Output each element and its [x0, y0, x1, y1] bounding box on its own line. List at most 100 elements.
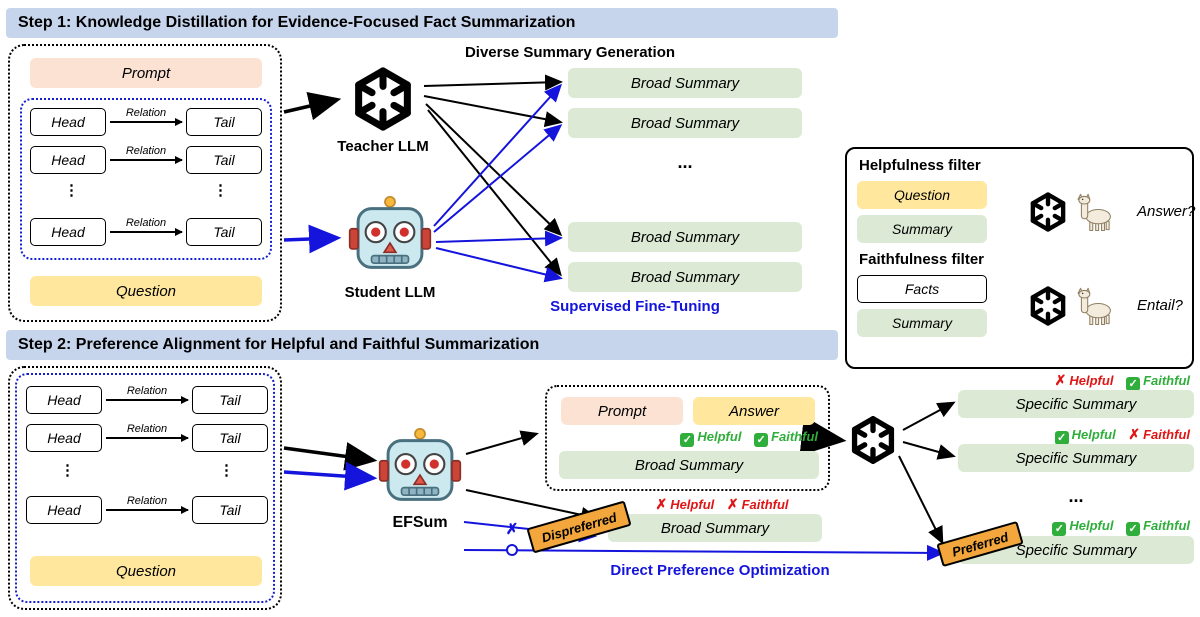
- helpful-faithful-badges: ✓Helpful ✓Faithful: [680, 429, 818, 447]
- rejected-mark: ✗: [506, 521, 519, 538]
- helpful-faithful-badges: ✗Helpful ✓Faithful: [1054, 372, 1190, 391]
- check-icon: ✓: [1126, 377, 1141, 391]
- check-icon: ✓: [1126, 522, 1141, 536]
- helpful-faithful-badges: ✗Helpful ✗Faithful: [655, 496, 789, 512]
- relation-label: Relation: [125, 107, 167, 119]
- chosen-mark: [506, 544, 518, 556]
- relation-arrow: Relation: [110, 108, 182, 123]
- summaries-ellipsis: ...: [1068, 486, 1084, 506]
- summary-box: Summary: [857, 309, 987, 337]
- head-box: Head: [30, 218, 106, 246]
- fact-row: Head Relation Tail: [30, 108, 262, 136]
- facts-group-box: [15, 373, 275, 603]
- specific-summary-box: Specific Summary: [958, 390, 1194, 418]
- teacher-output-arrows: [423, 74, 563, 277]
- llama-icon: [1073, 191, 1115, 233]
- answer-box: Answer: [693, 397, 815, 425]
- facts-ellipsis: ⋮ ⋮: [60, 462, 234, 479]
- step2-header: Step 2: Preference Alignment for Helpful…: [6, 330, 838, 360]
- llama-icon: [1073, 285, 1115, 327]
- openai-logo-icon: [1025, 189, 1071, 235]
- tail-box: Tail: [186, 218, 262, 246]
- check-icon: ✓: [1052, 522, 1067, 536]
- kg-input-box-step2: Head Relation Tail Head Relation Tail ⋮ …: [8, 366, 282, 610]
- check-icon: ✓: [1054, 431, 1069, 445]
- openai-logo-icon: [1025, 283, 1071, 329]
- helpful-faithful-badges: ✓Helpful ✓Faithful: [950, 518, 1190, 536]
- dispreferred-tag: Dispreferred: [526, 500, 632, 554]
- entail-question-label: Entail?: [1137, 297, 1183, 314]
- prompt-box: Prompt: [561, 397, 683, 425]
- broad-summary-box: Broad Summary: [568, 108, 802, 138]
- fact-row: Head Relation Tail: [26, 386, 268, 414]
- step1-header: Step 1: Knowledge Distillation for Evide…: [6, 8, 838, 38]
- tail-box: Tail: [192, 386, 268, 414]
- check-icon: ✓: [754, 433, 769, 447]
- relation-arrow: Relation: [110, 146, 182, 161]
- head-box: Head: [30, 146, 106, 174]
- question-box: Question: [857, 181, 987, 209]
- sft-label: Supervised Fine-Tuning: [550, 298, 720, 315]
- broad-summary-box: Broad Summary: [568, 222, 802, 252]
- broad-summary-box: Broad Summary: [559, 451, 819, 479]
- relation-label: Relation: [126, 423, 168, 435]
- efsum-label: EFSum: [392, 514, 448, 531]
- relation-arrow: Relation: [106, 386, 188, 401]
- tail-box: Tail: [192, 496, 268, 524]
- question-box: Question: [30, 556, 262, 586]
- helpful-faithful-badges: ✓Helpful ✗Faithful: [950, 426, 1190, 445]
- helpfulness-filter-title: Helpfulness filter: [859, 157, 981, 174]
- relation-arrow: Relation: [106, 424, 188, 439]
- preferred-sample-box: Prompt Answer ✓Helpful ✓Faithful Broad S…: [545, 385, 830, 491]
- tail-box: Tail: [186, 146, 262, 174]
- fact-row: Head Relation Tail: [30, 146, 262, 174]
- fact-row: Head Relation Tail: [26, 424, 268, 452]
- question-box: Question: [30, 276, 262, 306]
- relation-label: Relation: [125, 217, 167, 229]
- filters-box: Helpfulness filter Question Summary Answ…: [845, 147, 1196, 369]
- diverse-summary-title: Diverse Summary Generation: [464, 44, 676, 61]
- cross-icon: ✗: [1128, 426, 1141, 442]
- broad-summary-box: Broad Summary: [568, 68, 802, 98]
- relation-label: Relation: [125, 145, 167, 157]
- openai-logo-icon: [346, 62, 420, 136]
- kg-input-box-step1: Prompt Head Relation Tail Head Relation …: [8, 44, 282, 322]
- tail-box: Tail: [192, 424, 268, 452]
- tail-box: Tail: [186, 108, 262, 136]
- cross-icon: ✗: [655, 496, 668, 512]
- relation-label: Relation: [126, 385, 168, 397]
- head-box: Head: [26, 496, 102, 524]
- summaries-ellipsis: ...: [677, 152, 693, 172]
- broad-summary-box: Broad Summary: [608, 514, 822, 542]
- step1-input-arrows: [283, 92, 342, 254]
- answer-question-label: Answer?: [1137, 203, 1196, 220]
- specific-summary-box: Specific Summary: [958, 444, 1194, 472]
- student-output-arrows: [433, 83, 563, 283]
- cross-icon: ✗: [1054, 372, 1067, 388]
- fact-row: Head Relation Tail: [30, 218, 262, 246]
- dpo-label: Direct Preference Optimization: [610, 562, 830, 579]
- broad-summary-box: Broad Summary: [568, 262, 802, 292]
- openai-logo-icon: [845, 412, 901, 468]
- step2-input-arrows: [283, 442, 378, 491]
- facts-box: Facts: [857, 275, 987, 303]
- facts-group-box: [20, 98, 272, 260]
- cross-icon: ✗: [726, 496, 739, 512]
- summary-box: Summary: [857, 215, 987, 243]
- relation-label: Relation: [126, 495, 168, 507]
- faithfulness-filter-title: Faithfulness filter: [859, 251, 985, 268]
- relation-arrow: Relation: [110, 218, 182, 233]
- fact-row: Head Relation Tail: [26, 496, 268, 524]
- check-icon: ✓: [680, 433, 695, 447]
- teacher-llm-label: Teacher LLM: [337, 138, 429, 155]
- specific-summary-arrows: [898, 401, 956, 545]
- head-box: Head: [30, 108, 106, 136]
- robot-icon: [378, 428, 462, 512]
- prompt-to-llm-arrow: [799, 415, 847, 456]
- facts-ellipsis: ⋮ ⋮: [64, 182, 228, 199]
- student-llm-label: Student LLM: [344, 284, 436, 301]
- head-box: Head: [26, 386, 102, 414]
- relation-arrow: Relation: [106, 496, 188, 511]
- prompt-box: Prompt: [30, 58, 262, 88]
